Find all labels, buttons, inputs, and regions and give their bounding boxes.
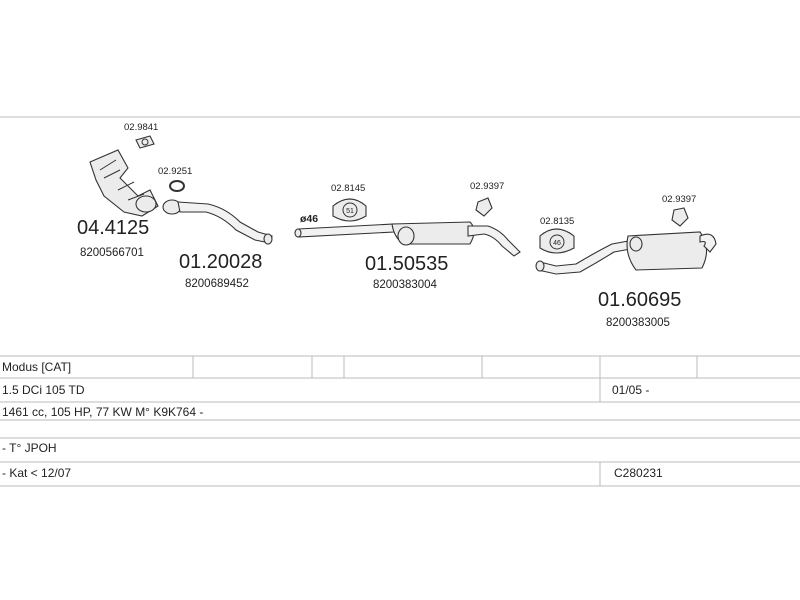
part-number-manifold-cat: 04.4125 xyxy=(77,217,149,239)
gasket-ring xyxy=(169,180,185,192)
table-type: - T° JPOH xyxy=(2,441,57,455)
table-spec: 1461 cc, 105 HP, 77 KW M° K9K764 - xyxy=(2,405,203,419)
rubber-mount-middle: 51 xyxy=(332,198,367,222)
oe-number-manifold-cat: 8200566701 xyxy=(80,247,144,259)
table-engine: 1.5 DCi 105 TD xyxy=(2,383,85,397)
label-gasket-ring: 02.9251 xyxy=(158,166,192,177)
pipe-diameter: ø46 xyxy=(300,213,318,225)
label-clamp-rear: 02.9397 xyxy=(662,194,696,205)
table-date: 01/05 - xyxy=(612,383,649,397)
svg-text:51: 51 xyxy=(346,208,354,215)
label-clamp-middle: 02.9397 xyxy=(470,181,504,192)
gasket-manifold xyxy=(135,135,155,149)
oe-number-front-pipe: 8200689452 xyxy=(185,278,249,290)
clamp-rear xyxy=(671,207,689,227)
part-number-rear-silencer: 01.60695 xyxy=(598,289,681,311)
vehicle-info-table: Modus [CAT] 1.5 DCi 105 TD 01/05 - 1461 … xyxy=(0,355,800,487)
label-gasket-manifold: 02.9841 xyxy=(124,122,158,133)
label-rubber-mount-middle: 02.8145 xyxy=(331,183,365,194)
middle-silencer xyxy=(294,221,521,257)
svg-text:46: 46 xyxy=(553,240,561,247)
table-kat: - Kat < 12/07 xyxy=(2,466,71,480)
rubber-mount-rear: 46 xyxy=(539,228,575,254)
clamp-middle xyxy=(475,197,493,217)
rear-silencer xyxy=(535,231,717,275)
oe-number-middle-silencer: 8200383004 xyxy=(373,279,438,291)
label-rubber-mount-rear: 02.8135 xyxy=(540,216,574,227)
oe-number-rear-silencer: 8200383005 xyxy=(606,317,670,329)
front-pipe xyxy=(162,199,273,245)
manifold-catalytic-converter xyxy=(89,149,159,217)
part-number-front-pipe: 01.20028 xyxy=(179,251,262,273)
table-model: Modus [CAT] xyxy=(2,360,71,374)
part-number-middle-silencer: 01.50535 xyxy=(365,253,448,275)
table-code: C280231 xyxy=(614,466,663,480)
